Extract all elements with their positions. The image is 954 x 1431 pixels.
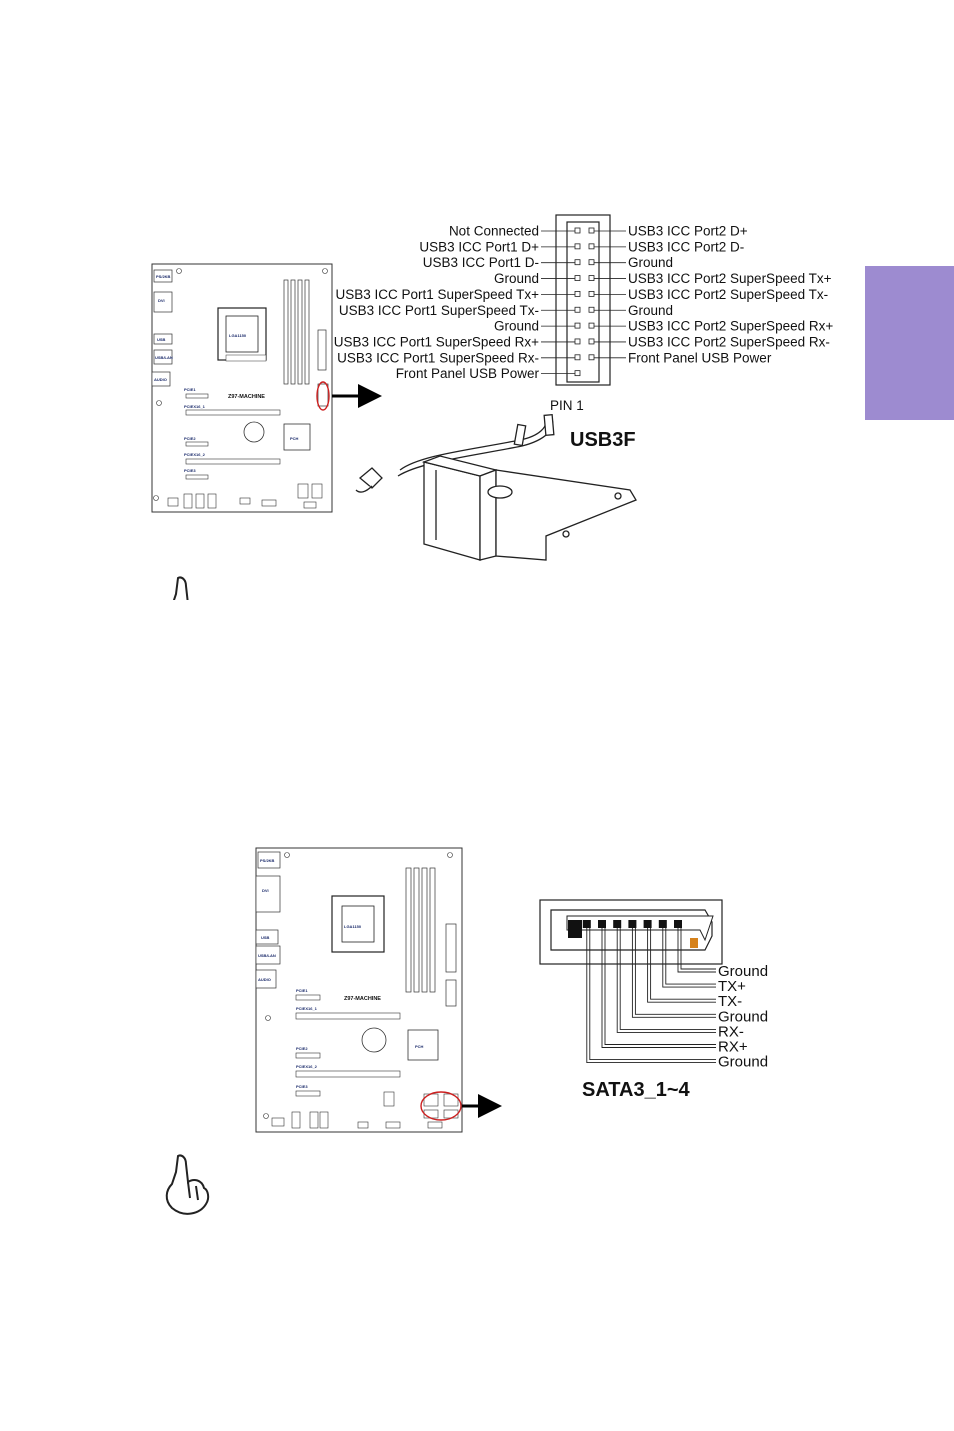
sata-pin-label: RX+ [718, 1039, 748, 1056]
sata-pin-label: TX+ [718, 978, 746, 995]
chipset-label: PCH [415, 1044, 424, 1049]
pointing-hand-icon [165, 1154, 210, 1215]
sata-pin-label: Ground [718, 1054, 768, 1071]
header-pin [588, 338, 595, 345]
sata-pin [598, 920, 606, 928]
usb3f-figure: PS/2KB DVI USB USB/LAN AUDIO LGA1150 Z97… [151, 214, 833, 600]
port-label: USB/LAN [258, 953, 276, 958]
usb3f-left-pin-label: USB3 ICC Port1 D+ [419, 239, 539, 254]
sata-pin-label: Ground [718, 1008, 768, 1025]
slot-label: PCIE2 [184, 436, 196, 441]
sata-title: SATA3_1~4 [582, 1079, 691, 1101]
cpu-socket-label: LGA1150 [229, 333, 247, 338]
motherboard-diagram-top: PS/2KB DVI USB USB/LAN AUDIO LGA1150 Z97… [151, 263, 333, 513]
usb3f-title: USB3F [570, 429, 636, 451]
board-model-label: Z97-MACHINE [344, 996, 381, 1002]
usb3f-left-pin-label: USB3 ICC Port1 SuperSpeed Tx+ [336, 287, 540, 302]
sata-pin-label: RX- [718, 1023, 744, 1040]
slot-label: PCIEX16_2 [296, 1064, 318, 1069]
slot-label: PCIEX16_1 [184, 404, 206, 409]
usb3f-left-pin-label: USB3 ICC Port1 SuperSpeed Rx+ [334, 334, 539, 349]
header-pin [588, 243, 595, 250]
header-pin [588, 322, 595, 329]
usb3f-right-pin-label: USB3 ICC Port2 D- [628, 239, 744, 254]
slot-label: PCIE1 [296, 988, 308, 993]
port-label: USB/LAN [155, 355, 173, 360]
sata-pin [658, 920, 667, 928]
slot-label: PCIEX16_1 [296, 1006, 318, 1011]
usb3-front-bracket-illustration [355, 413, 637, 561]
sata-pin-label: Ground [718, 963, 768, 980]
sata-pin [643, 920, 652, 928]
header-pin [574, 370, 581, 377]
header-pin [574, 322, 581, 329]
port-label: PS/2KB [156, 274, 171, 279]
port-label: AUDIO [154, 377, 167, 382]
usb3f-right-pin-label: USB3 ICC Port2 SuperSpeed Rx+ [628, 319, 833, 334]
slot-label: PCIEX16_2 [184, 452, 206, 457]
slot-label: PCIE3 [184, 468, 196, 473]
header-pin [574, 275, 581, 281]
header-pin [574, 259, 581, 266]
usb3f-right-pin-label: USB3 ICC Port2 SuperSpeed Tx- [628, 287, 828, 302]
usb3f-right-pin-label: Front Panel USB Power [628, 350, 772, 365]
usb3f-right-pin-label: Ground [628, 303, 673, 318]
usb3f-right-pin-label: USB3 ICC Port2 SuperSpeed Tx+ [628, 271, 832, 286]
usb3f-header-pinout [555, 214, 611, 386]
slot-label: PCIE2 [296, 1046, 308, 1051]
pointing-hand-icon [172, 576, 189, 600]
header-pin [588, 259, 595, 266]
sata-connector-pinout [539, 899, 723, 965]
header-pin [574, 243, 581, 250]
chapter-side-tab [865, 266, 954, 420]
header-pin [588, 290, 595, 297]
sata-pin-label: TX- [718, 993, 742, 1010]
usb3f-left-pin-label: Ground [494, 271, 539, 286]
usb3f-left-pin-label: Front Panel USB Power [396, 366, 540, 381]
usb3f-left-pin-label: USB3 ICC Port1 SuperSpeed Rx- [337, 350, 539, 365]
sata-pin [613, 920, 622, 928]
usb3f-left-pin-label: USB3 ICC Port1 SuperSpeed Tx- [339, 303, 539, 318]
header-pin [574, 338, 581, 345]
pin1-label: PIN 1 [550, 398, 584, 413]
sata-figure: PS/2KB DVI USB USB/LAN AUDIO LGA1150 Z97… [165, 847, 768, 1215]
header-pin [588, 227, 595, 234]
header-pin [574, 290, 581, 297]
usb3f-left-pin-label: Ground [494, 319, 539, 334]
usb3f-right-pin-label: USB3 ICC Port2 D+ [628, 224, 748, 239]
cpu-socket-label: LGA1150 [344, 924, 362, 929]
sata-pin [582, 920, 591, 928]
board-model-label: Z97-MACHINE [228, 394, 265, 400]
motherboard-diagram-bottom: PS/2KB DVI USB USB/LAN AUDIO LGA1150 Z97… [255, 847, 463, 1133]
usb3f-right-pin-label: USB3 ICC Port2 SuperSpeed Rx- [628, 334, 830, 349]
header-pin [574, 354, 581, 361]
header-pin [574, 227, 581, 234]
header-pin [588, 275, 595, 281]
header-pin [588, 306, 595, 313]
header-pin [574, 306, 581, 313]
port-label: DVI [262, 888, 269, 893]
chipset-label: PCH [290, 436, 299, 441]
slot-label: PCIE1 [184, 387, 196, 392]
sata-pin [674, 920, 682, 928]
port-label: USB [261, 935, 270, 940]
header-pin [588, 354, 595, 361]
port-label: PS/2KB [260, 858, 275, 863]
slot-label: PCIE3 [296, 1084, 308, 1089]
usb3f-right-pin-label: Ground [628, 255, 673, 270]
usb3f-left-pin-label: USB3 ICC Port1 D- [423, 255, 539, 270]
port-label: DVI [158, 298, 165, 303]
port-label: AUDIO [258, 977, 271, 982]
usb3f-left-pin-label: Not Connected [449, 224, 539, 239]
sata-pin [628, 920, 637, 928]
port-label: USB [157, 337, 166, 342]
